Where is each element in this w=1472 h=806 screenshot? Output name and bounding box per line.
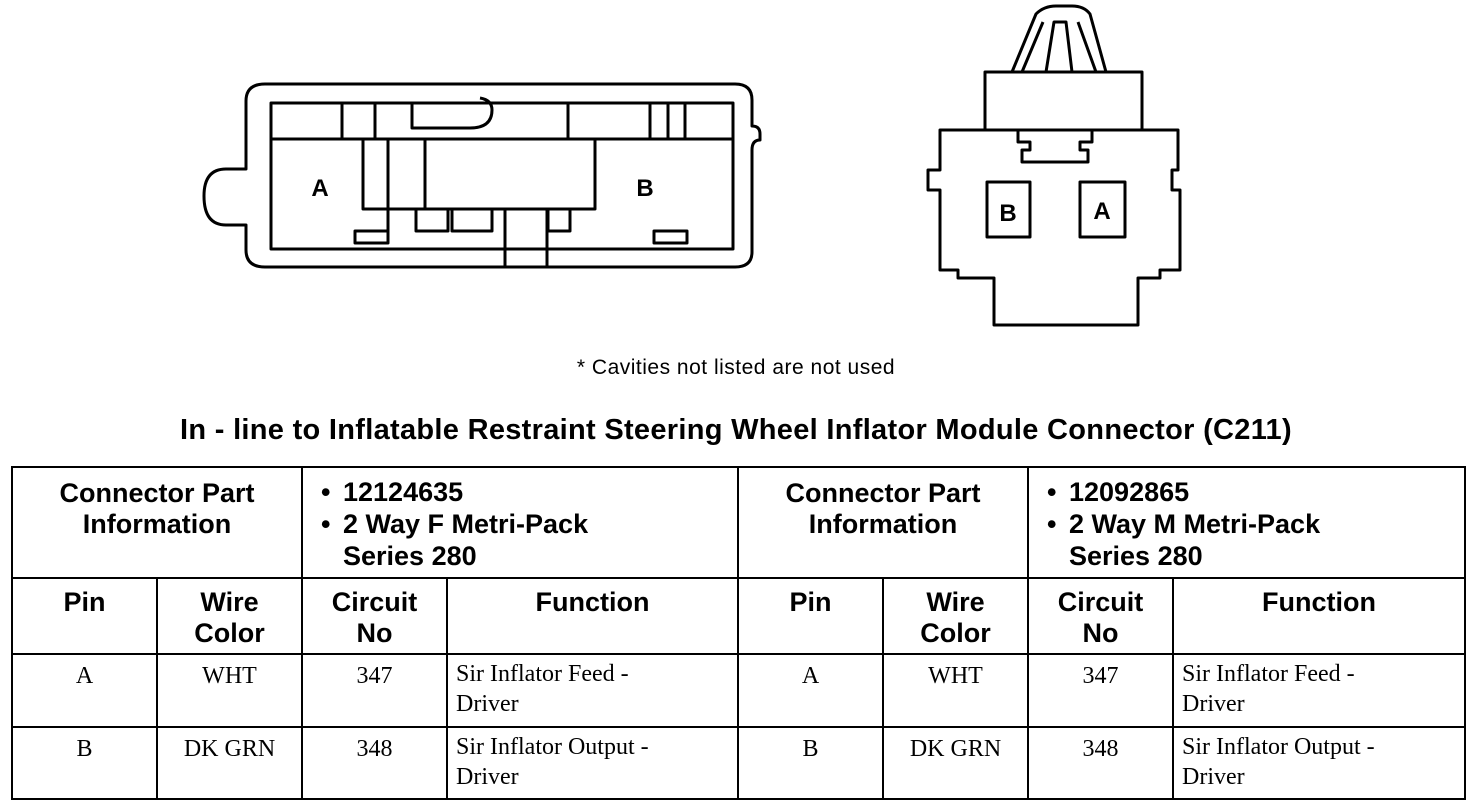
- function-cell: Sir Inflator Output - Driver: [446, 725, 739, 801]
- pin-cell: B: [11, 725, 158, 801]
- connector-diagram: A B B A: [202, 4, 1182, 327]
- header-line: Color: [920, 617, 991, 648]
- right-cavity-a-label: A: [1093, 198, 1110, 225]
- header-pin: Pin: [11, 576, 158, 656]
- part-number: 12124635: [321, 476, 737, 508]
- circuit-cell: 348: [301, 725, 448, 801]
- header-function: Function: [446, 576, 739, 656]
- function-cell: Sir Inflator Output - Driver: [1172, 725, 1466, 801]
- right-connector-drawing: B A: [926, 4, 1182, 327]
- header-pin: Pin: [737, 576, 884, 656]
- header-line: Wire: [200, 586, 259, 617]
- function-line: Driver: [456, 763, 519, 790]
- header-circuit-no: Circuit No: [301, 576, 448, 656]
- part-number: 12092865: [1047, 476, 1464, 508]
- pin-cell: A: [737, 653, 884, 728]
- info-label-line: Information: [82, 509, 232, 539]
- header-wire-color: Wire Color: [882, 576, 1029, 656]
- function-line: Driver: [1182, 691, 1245, 718]
- header-function: Function: [1172, 576, 1466, 656]
- connector-pinout-table: Connector Part Information 12124635 2 Wa…: [11, 466, 1466, 801]
- header-line: No: [1082, 617, 1119, 648]
- info-label-line: Connector Part: [59, 478, 255, 508]
- wire-color-cell: WHT: [882, 653, 1029, 728]
- left-connector-drawing: A B: [202, 82, 762, 269]
- function-cell: Sir Inflator Feed - Driver: [1172, 653, 1466, 728]
- part-info-label-right: Connector Part Information: [737, 466, 1029, 579]
- header-line: Wire: [926, 586, 985, 617]
- wire-color-cell: WHT: [156, 653, 303, 728]
- part-series: Series 280: [343, 541, 477, 571]
- part-info-value-left: 12124635 2 Way F Metri-Pack Series 280: [301, 466, 739, 579]
- header-wire-color: Wire Color: [156, 576, 303, 656]
- left-cavity-a-label: A: [311, 175, 328, 202]
- part-description: 2 Way M Metri-Pack: [1047, 508, 1464, 540]
- table-row: B DK GRN 348 Sir Inflator Output - Drive…: [11, 725, 1466, 801]
- circuit-cell: 347: [301, 653, 448, 728]
- header-circuit-no: Circuit No: [1027, 576, 1174, 656]
- header-line: Circuit: [331, 586, 418, 617]
- left-cavity-b-label: B: [636, 175, 653, 202]
- header-line: No: [356, 617, 393, 648]
- function-line: Sir Inflator Output -: [456, 733, 649, 760]
- info-label-line: Information: [808, 509, 958, 539]
- wire-color-cell: DK GRN: [156, 725, 303, 801]
- pin-cell: A: [11, 653, 158, 728]
- part-info-label-left: Connector Part Information: [11, 466, 303, 579]
- function-line: Sir Inflator Output -: [1182, 733, 1375, 760]
- function-line: Driver: [456, 691, 519, 718]
- unused-cavities-note: * Cavities not listed are not used: [576, 356, 896, 379]
- header-line: Circuit: [1057, 586, 1144, 617]
- part-description: 2 Way F Metri-Pack: [321, 508, 737, 540]
- header-line: Color: [194, 617, 265, 648]
- function-line: Sir Inflator Feed -: [1182, 661, 1355, 688]
- pin-cell: B: [737, 725, 884, 801]
- function-cell: Sir Inflator Feed - Driver: [446, 653, 739, 728]
- circuit-cell: 348: [1027, 725, 1174, 801]
- right-cavity-b-label: B: [999, 200, 1016, 227]
- part-series: Series 280: [1069, 541, 1203, 571]
- wire-color-cell: DK GRN: [882, 725, 1029, 801]
- circuit-cell: 347: [1027, 653, 1174, 728]
- connector-title: In - line to Inflatable Restraint Steeri…: [180, 414, 1292, 446]
- column-header-row: Pin Wire Color Circuit No Function Pin W…: [11, 576, 1466, 656]
- info-label-line: Connector Part: [785, 478, 981, 508]
- function-line: Sir Inflator Feed -: [456, 661, 629, 688]
- table-row: A WHT 347 Sir Inflator Feed - Driver A W…: [11, 653, 1466, 728]
- function-line: Driver: [1182, 763, 1245, 790]
- part-info-row: Connector Part Information 12124635 2 Wa…: [11, 466, 1466, 579]
- part-info-value-right: 12092865 2 Way M Metri-Pack Series 280: [1027, 466, 1466, 579]
